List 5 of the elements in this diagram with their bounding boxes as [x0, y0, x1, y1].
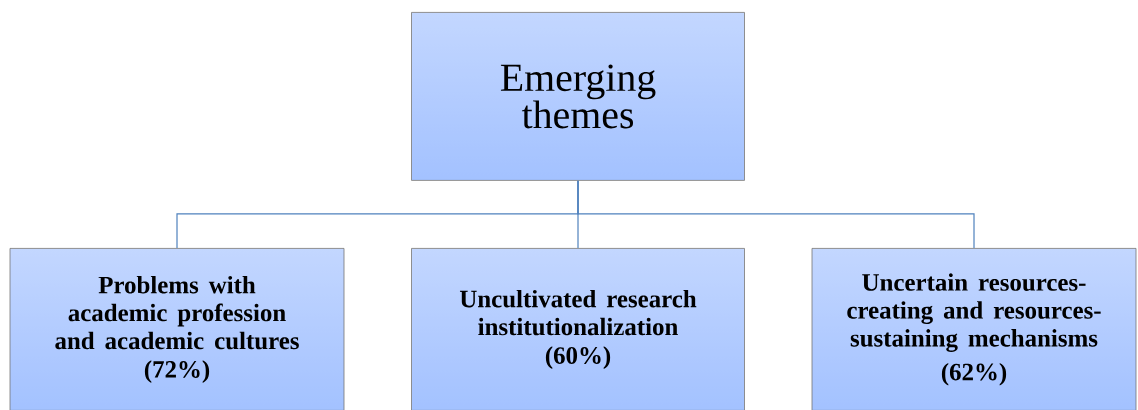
subtheme-box: Problems with academic profession and academic cultures (72%) [9, 248, 345, 410]
subtheme-box: Uncertain resources-creating and resources-sustaining mechanisms (62%) [811, 248, 1137, 410]
theme-box: Emerging themes [411, 12, 745, 181]
connector-line [577, 180, 975, 249]
subtheme-box: Uncultivated research institutionalization (60%) [411, 248, 745, 410]
